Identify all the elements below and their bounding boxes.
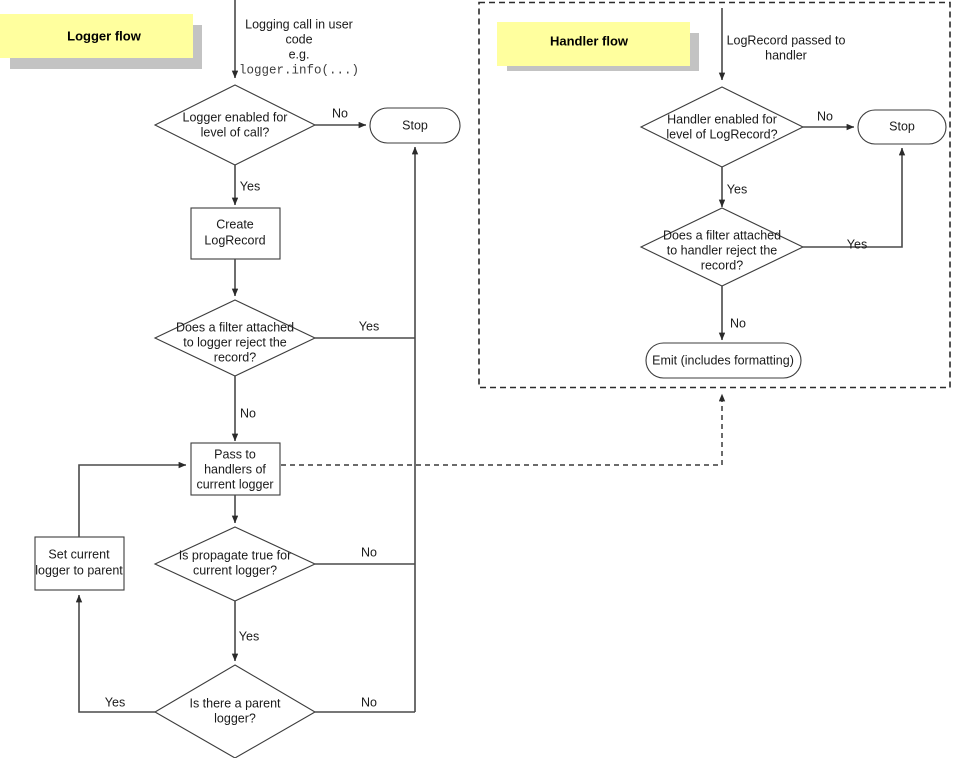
propagate-line2: current logger? [193,563,277,577]
pass-to-handlers-line3: current logger [196,477,273,491]
handler-enabled-no-label: No [817,109,833,123]
pass-to-handlers-line1: Pass to [214,447,256,461]
logger-filter-no-label: No [240,406,256,420]
set-logger-loopback-connector [78,461,187,537]
logger-entry-note-line2: code [285,32,312,46]
logger-entry-note-line3: e.g. [289,47,310,61]
handler-flow-banner-label: Handler flow [550,33,629,48]
logger-flow-banner [0,14,193,58]
handler-flow-group-box [478,1,951,389]
parent-logger-line2: logger? [214,711,256,725]
set-current-logger-line1: Set current [48,547,110,561]
handler-filter-yes-connector [803,147,906,248]
logger-enabled-decision-line1: Logger enabled for [183,110,288,124]
handler-filter-no-label: No [730,316,746,330]
handler-stop-label: Stop [889,119,915,133]
propagate-no-label: No [361,545,377,559]
handler-stop-terminator [857,109,947,145]
set-current-logger-box [34,536,125,591]
handler-entry-note-line1: LogRecord passed to [727,33,846,47]
pass-to-handlers-box [190,442,281,496]
emit-terminator [645,342,802,379]
create-logrecord-line2: LogRecord [204,233,265,247]
logger-flow-banner-label: Logger flow [67,28,142,43]
logger-stop-terminator [369,107,461,144]
create-logrecord-line1: Create [216,217,254,231]
propagate-yes-label: Yes [239,629,259,643]
handler-entry-note-line2: handler [765,48,807,62]
create-logrecord-box [190,207,281,260]
logger-filter-line1: Does a filter attached [176,320,294,334]
logger-entry-note-line1: Logging call in user [245,17,353,31]
handler-filter-line2: to handler reject the [667,243,778,257]
set-current-logger-line2: logger to parent [35,563,123,577]
handler-enabled-line2: level of LogRecord? [666,127,777,141]
parent-yes-connector [75,594,155,713]
handler-flow-banner [497,22,690,66]
handler-filter-line1: Does a filter attached [663,228,781,242]
parent-no-label: No [361,695,377,709]
logger-filter-line3: record? [214,350,256,364]
parent-logger-line1: Is there a parent [189,696,281,710]
parent-logger-decision [153,664,317,758]
handler-filter-yes-label: Yes [847,237,867,251]
parent-yes-label: Yes [105,695,125,709]
logger-enabled-yes-label: Yes [240,179,260,193]
handler-enabled-yes-label: Yes [727,182,747,196]
logger-stop-label: Stop [402,118,428,132]
propagate-line1: Is propagate true for [179,548,292,562]
handler-filter-line3: record? [701,258,743,272]
logger-enabled-no-label: No [332,106,348,120]
logger-enabled-decision-line2: level of call? [201,125,270,139]
handler-enabled-line1: Handler enabled for [667,112,777,126]
emit-label: Emit (includes formatting) [652,353,794,367]
pass-to-handlers-line2: handlers of [204,462,266,476]
logger-filter-yes-label: Yes [359,319,379,333]
logger-filter-line2: to logger reject the [183,335,287,349]
logger-entry-note-code: logger.info(...) [239,63,359,77]
logger-to-handler-dashed-connector [281,393,726,466]
